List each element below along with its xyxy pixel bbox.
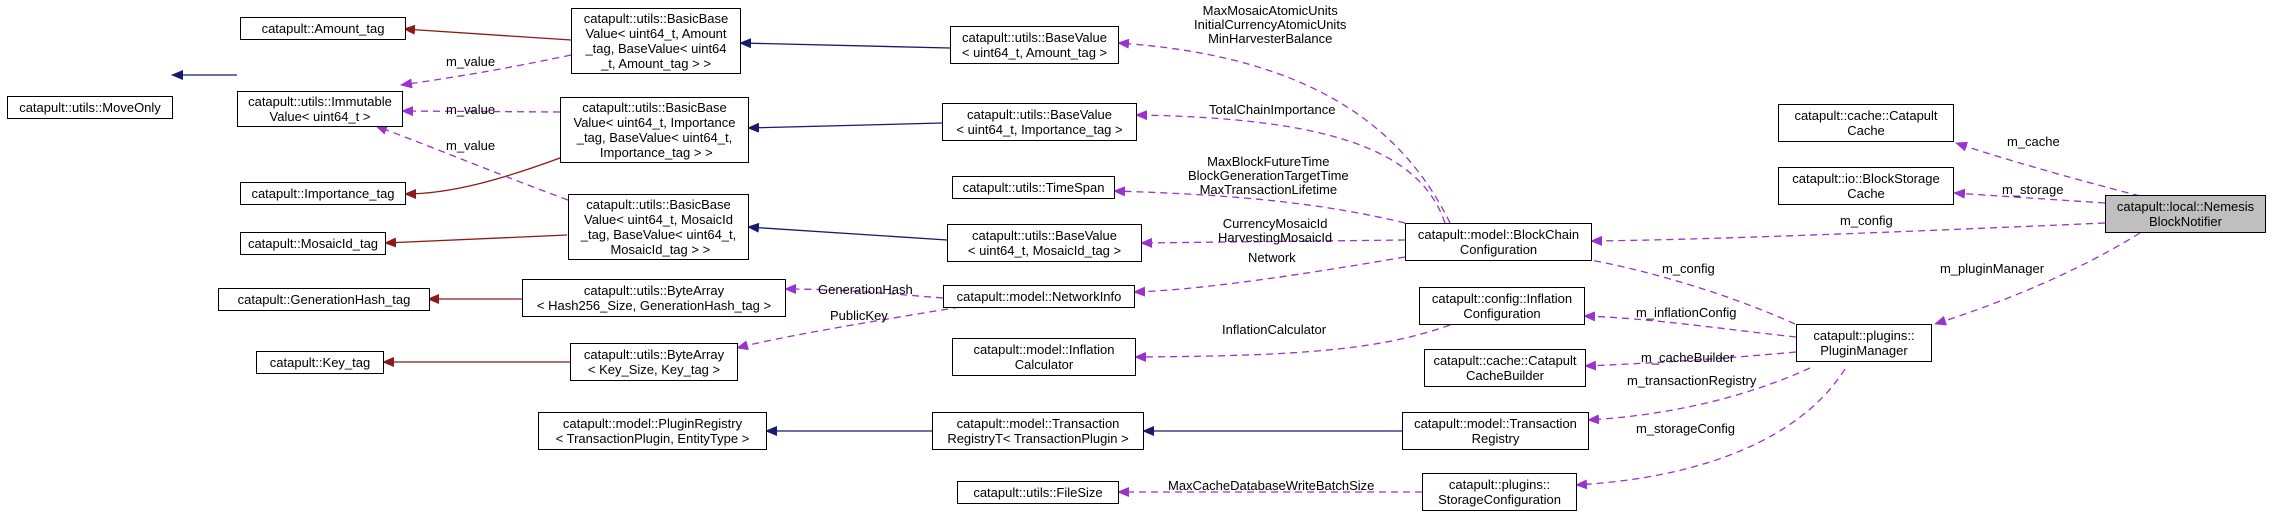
node-filesize[interactable]: catapult::utils::FileSize [957, 481, 1119, 504]
node-blockstoragecache[interactable]: catapult::io::BlockStorage Cache [1778, 167, 1954, 205]
edge-label-m-cachebuilder: m_cacheBuilder [1641, 350, 1735, 365]
node-nemesis-blocknotifier[interactable]: catapult::local::Nemesis BlockNotifier [2105, 195, 2266, 233]
edge-blockchain-bvimportance [1135, 110, 1446, 224]
edge-blockchain-bvamount [1117, 38, 1451, 224]
edge-nemesis-blockchain [1590, 222, 2106, 246]
edge-bbamount-immutable [400, 54, 572, 89]
edge-nemesis-blockstoragecache [1953, 188, 2106, 204]
node-importance-tag[interactable]: catapult::Importance_tag [240, 182, 406, 205]
node-moveonly[interactable]: catapult::utils::MoveOnly [7, 96, 173, 119]
node-storageconfig[interactable]: catapult::plugins:: StorageConfiguration [1422, 473, 1577, 511]
edge-label-inflationcalculator: InflationCalculator [1222, 322, 1327, 337]
node-bytearray-key[interactable]: catapult::utils::ByteArray < Key_Size, K… [570, 343, 738, 381]
edge-nemesis-catapultcache [1955, 141, 2141, 197]
node-key-tag[interactable]: catapult::Key_tag [256, 351, 384, 374]
node-immutable[interactable]: catapult::utils::Immutable Value< uint64… [237, 91, 403, 127]
edge-pluginmanager-inflationconfig [1583, 311, 1797, 338]
edge-label-network: Network [1248, 250, 1296, 265]
node-bb-importance[interactable]: catapult::utils::BasicBase Value< uint64… [560, 97, 749, 163]
edge-pluginmanager-txregistry [1587, 367, 1811, 425]
edge-label-m-value-3: m_value [446, 138, 496, 153]
node-bv-amount[interactable]: catapult::utils::BaseValue < uint64_t, A… [950, 26, 1119, 64]
node-inflationcalc[interactable]: catapult::model::Inflation Calculator [952, 338, 1136, 376]
node-bb-amount[interactable]: catapult::utils::BasicBase Value< uint64… [571, 8, 741, 74]
edge-networkinfo-bytearraykey [736, 306, 961, 351]
node-bv-importance[interactable]: catapult::utils::BaseValue < uint64_t, I… [942, 103, 1137, 141]
edge-label-generationhash: GenerationHash [818, 282, 913, 297]
node-cachebuilder[interactable]: catapult::cache::Catapult CacheBuilder [1424, 349, 1586, 387]
node-txregistry[interactable]: catapult::model::Transaction Registry [1402, 412, 1589, 450]
edge-blockchain-timespan [1113, 186, 1406, 224]
edge-nemesis-pluginmanager [1934, 232, 2141, 326]
edge-inflationconfig-inflationcalc [1134, 324, 1451, 362]
edge-label-publickey: PublicKey [830, 308, 888, 323]
edge-label-m-inflationconfig: m_inflationConfig [1636, 305, 1737, 320]
edge-bvamount-bbamount [739, 38, 951, 49]
edge-label-maxcache: MaxCacheDatabaseWriteBatchSize [1168, 478, 1375, 493]
edge-bbimportance-importancetag [404, 157, 561, 199]
edge-bvimportance-bbimportance [747, 122, 943, 133]
node-txregistryT[interactable]: catapult::model::Transaction RegistryT< … [932, 412, 1144, 450]
edge-label-m-storage: m_storage [2002, 182, 2064, 197]
edge-bbamount-amounttag [403, 24, 572, 41]
edge-label-m-value-2: m_value [446, 102, 496, 117]
node-mosaicid-tag[interactable]: catapult::MosaicId_tag [240, 232, 386, 255]
edge-label-m-config-1: m_config [1840, 213, 1893, 228]
edge-bvmosaic-bbmosaic [747, 222, 948, 241]
edge-blockchain-networkinfo [1133, 256, 1406, 297]
node-bb-mosaic[interactable]: catapult::utils::BasicBase Value< uint64… [568, 194, 749, 260]
edge-bbimportance-immutable [401, 106, 561, 117]
edge-bbmosaic-immutable [375, 125, 569, 201]
node-blockchainconfig[interactable]: catapult::model::BlockChain Configuratio… [1405, 223, 1592, 261]
edge-label-amount-members: MaxMosaicAtomicUnits InitialCurrencyAtom… [1194, 3, 1347, 46]
edge-label-m-pluginmanager: m_pluginManager [1940, 261, 2045, 276]
edge-blockchain-bvmosaic [1140, 237, 1406, 248]
node-pluginregistry[interactable]: catapult::model::PluginRegistry < Transa… [538, 412, 767, 450]
edge-pluginmanager-storageconfig [1575, 368, 1846, 490]
edge-label-importance-member: TotalChainImportance [1209, 102, 1336, 117]
node-networkinfo[interactable]: catapult::model::NetworkInfo [943, 285, 1135, 308]
edge-label-m-cache: m_cache [2007, 134, 2060, 149]
node-bv-mosaic[interactable]: catapult::utils::BaseValue < uint64_t, M… [947, 224, 1142, 262]
node-timespan[interactable]: catapult::utils::TimeSpan [952, 176, 1115, 199]
edge-bbmosaic-mosaicidtag [384, 234, 568, 248]
edge-label-m-config-2: m_config [1662, 261, 1715, 276]
edge-label-mosaic-members: CurrencyMosaicId HarvestingMosaicId [1218, 216, 1333, 245]
edge-pluginmanager-cachebuilder [1584, 351, 1797, 371]
node-genhash-tag[interactable]: catapult::GenerationHash_tag [218, 288, 430, 311]
edge-label-m-value-1: m_value [446, 54, 496, 69]
node-bytearray-hash[interactable]: catapult::utils::ByteArray < Hash256_Siz… [522, 279, 786, 317]
edge-label-m-transactionregistry: m_transactionRegistry [1627, 373, 1757, 388]
edge-label-timespan-members: MaxBlockFutureTime BlockGenerationTarget… [1188, 154, 1349, 197]
node-catapultcache[interactable]: catapult::cache::Catapult Cache [1778, 104, 1954, 142]
node-pluginmanager[interactable]: catapult::plugins:: PluginManager [1796, 324, 1932, 362]
edge-label-m-storageconfig: m_storageConfig [1636, 421, 1735, 436]
node-inflationconfig[interactable]: catapult::config::Inflation Configuratio… [1419, 287, 1585, 325]
node-amount-tag[interactable]: catapult::Amount_tag [240, 17, 406, 40]
